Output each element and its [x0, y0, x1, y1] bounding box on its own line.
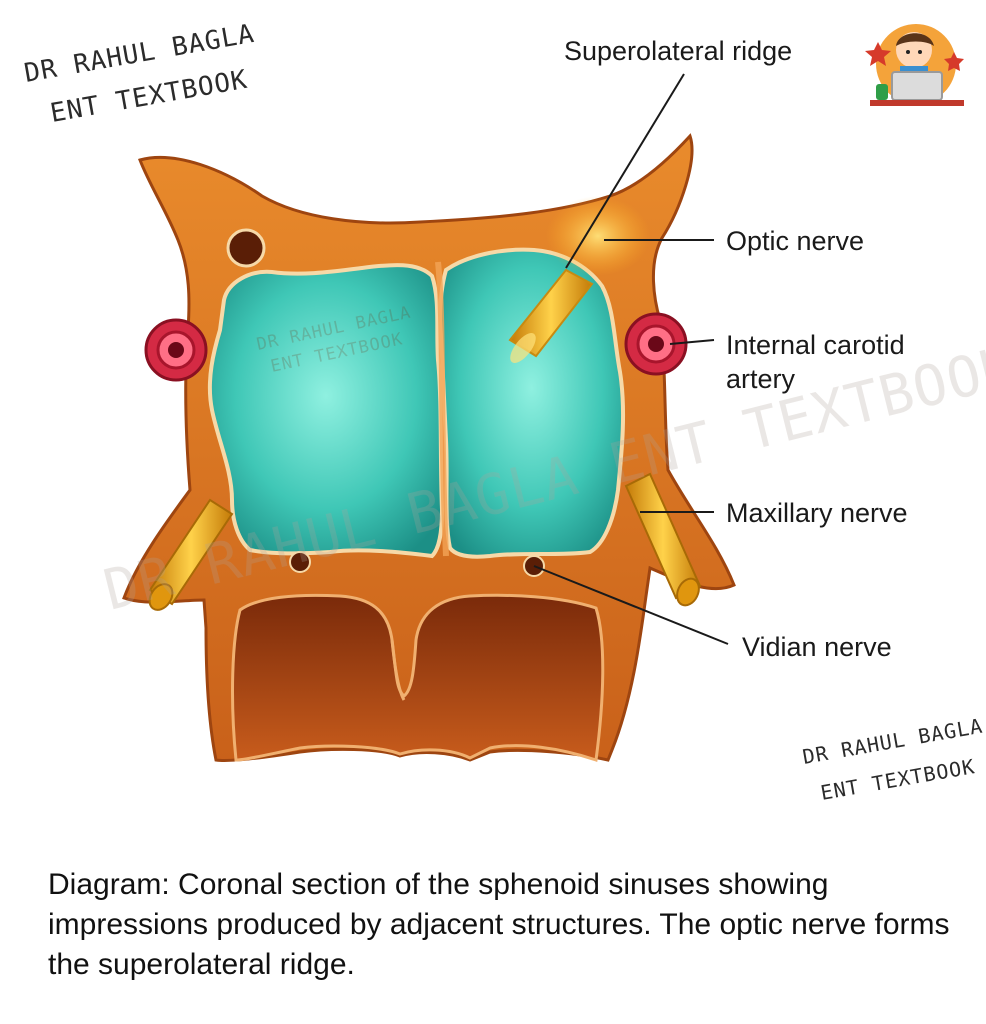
- left-vidian-canal: [289, 551, 311, 573]
- label-superolateral-ridge: Superolateral ridge: [564, 36, 792, 66]
- label-vidian-nerve: Vidian nerve: [742, 632, 892, 662]
- right-internal-carotid-artery: [624, 312, 688, 376]
- watermark-top-left: DR RAHUL BAGLA ENT TEXTBOOK: [22, 19, 257, 129]
- diagram-caption: Diagram: Coronal section of the sphenoid…: [48, 868, 950, 981]
- right-maxillary-nerve: [624, 472, 702, 607]
- optic-nerve-glow: [546, 196, 650, 276]
- left-nasal-cavity: [231, 593, 605, 762]
- foramen-top-left: [226, 228, 266, 268]
- watermark-bottom-right: DR RAHUL BAGLA ENT TEXTBOOK: [801, 714, 985, 805]
- label-internal-carotid-line2: artery: [726, 364, 796, 394]
- label-maxillary-nerve: Maxillary nerve: [726, 498, 908, 528]
- nasal-septum: [390, 639, 406, 701]
- left-internal-carotid-artery: [144, 318, 208, 382]
- boy-at-laptop-icon: [865, 24, 964, 106]
- left-maxillary-nerve: [148, 498, 234, 611]
- leader-lines: [533, 73, 729, 645]
- intersinus-septum: [435, 261, 449, 557]
- label-internal-carotid-line1: Internal carotid: [726, 330, 905, 360]
- left-sphenoid-sinus: [207, 263, 445, 559]
- label-optic-nerve: Optic nerve: [726, 226, 864, 256]
